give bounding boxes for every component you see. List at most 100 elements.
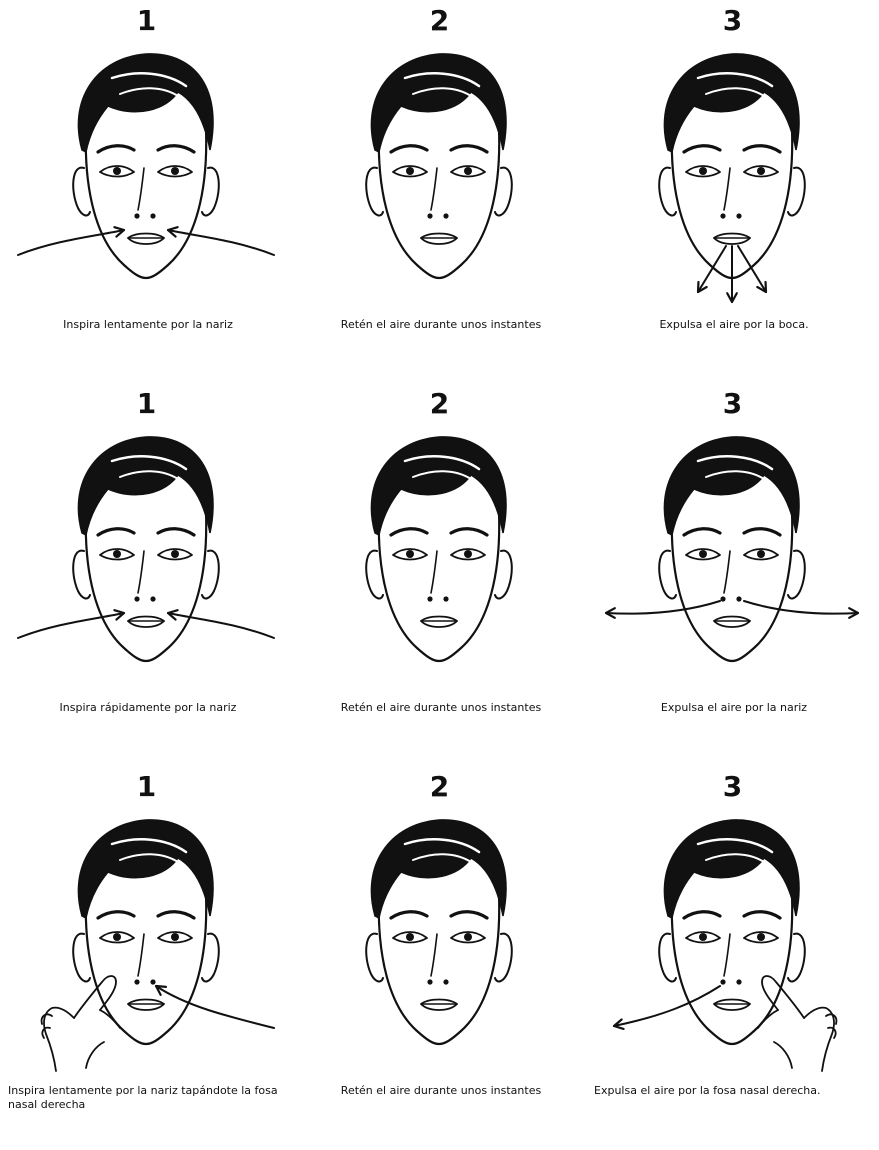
nostril-left — [134, 596, 139, 601]
lips — [714, 234, 750, 245]
hair-shape — [664, 54, 799, 152]
pupil-left — [406, 933, 414, 941]
face-illustration — [602, 40, 862, 310]
nose-line — [724, 168, 730, 210]
breath-arrow-icon — [156, 986, 274, 1028]
lips — [714, 617, 750, 628]
face-illustration — [16, 806, 276, 1076]
nostril-left — [427, 596, 432, 601]
hair-shape — [371, 820, 506, 918]
eyebrow-left — [391, 146, 427, 152]
hair-shape — [78, 820, 213, 918]
pupil-right — [464, 550, 472, 558]
nostril-left — [720, 979, 725, 984]
hand-stroke — [86, 1042, 104, 1068]
face-outline — [86, 513, 206, 661]
breath-arrow-icon — [606, 601, 720, 614]
face-outline — [379, 896, 499, 1044]
face-illustration — [309, 423, 569, 693]
lips — [421, 617, 457, 628]
lips — [421, 1000, 457, 1011]
step-number: 3 — [586, 387, 879, 420]
pupil-right — [464, 933, 472, 941]
eyebrow-right — [451, 146, 487, 152]
face-illustration — [602, 423, 862, 693]
pupil-right — [171, 550, 179, 558]
step-caption: Retén el aire durante unos instantes — [301, 701, 581, 715]
pupil-left — [113, 167, 121, 175]
pupil-left — [113, 933, 121, 941]
lips — [128, 617, 164, 628]
eyebrow-right — [744, 912, 780, 918]
nose-line — [138, 551, 144, 593]
step-number: 2 — [293, 4, 586, 37]
face-outline — [86, 130, 206, 278]
nostril-right — [443, 979, 448, 984]
eyebrow-left — [98, 912, 134, 918]
panel-row1-step3: 3 Expulsa el aire por la boca. — [586, 0, 879, 383]
hair-shape — [664, 820, 799, 918]
pupil-right — [757, 167, 765, 175]
panel-row2-step3: 3 Expulsa el aire por la nariz — [586, 383, 879, 766]
nostril-left — [134, 213, 139, 218]
pupil-right — [757, 933, 765, 941]
hair-shape — [78, 54, 213, 152]
panel-row1-step1: 1 Inspira lentamente por la nariz — [0, 0, 293, 383]
pupil-left — [113, 550, 121, 558]
eyebrow-right — [158, 912, 194, 918]
step-caption: Retén el aire durante unos instantes — [301, 1084, 581, 1098]
lips — [128, 1000, 164, 1011]
face-illustration — [602, 806, 862, 1076]
breath-arrow-icon — [698, 246, 726, 292]
breath-arrow-icon — [18, 613, 124, 638]
step-caption: Expulsa el aire por la nariz — [594, 701, 874, 715]
step-number: 1 — [0, 770, 293, 803]
eyebrow-left — [98, 529, 134, 535]
step-caption: Retén el aire durante unos instantes — [301, 318, 581, 332]
hair-shape — [371, 437, 506, 535]
nostril-right — [736, 596, 741, 601]
step-number: 3 — [586, 770, 879, 803]
hand-icon — [758, 976, 836, 1071]
hand-icon — [42, 976, 120, 1071]
hand-stroke — [774, 1042, 792, 1068]
eyebrow-right — [744, 146, 780, 152]
nostril-right — [736, 213, 741, 218]
step-number: 3 — [586, 4, 879, 37]
nostril-right — [736, 979, 741, 984]
breath-arrow-icon — [614, 986, 720, 1026]
nose-line — [138, 934, 144, 976]
hair-shape — [664, 437, 799, 535]
panel-row3-step2: 2 Retén el aire durante unos instantes — [293, 766, 586, 1149]
pupil-left — [406, 167, 414, 175]
breath-arrow-icon — [738, 246, 766, 292]
panel-row3-step1: 1 Inspira lentamente por la nariz tapánd… — [0, 766, 293, 1149]
face-outline — [379, 513, 499, 661]
panel-row3-step3: 3 Expulsa el aire por la fosa nasal dere… — [586, 766, 879, 1149]
nose-line — [431, 551, 437, 593]
nose-line — [138, 168, 144, 210]
eyebrow-left — [391, 912, 427, 918]
nostril-left — [720, 596, 725, 601]
nose-line — [431, 934, 437, 976]
nose-line — [724, 551, 730, 593]
eyebrow-left — [98, 146, 134, 152]
nostril-right — [150, 979, 155, 984]
eyebrow-right — [158, 146, 194, 152]
eyebrow-left — [684, 146, 720, 152]
hand-stroke — [804, 1008, 834, 1071]
face-illustration — [309, 40, 569, 310]
nose-line — [431, 168, 437, 210]
pupil-left — [699, 167, 707, 175]
nose-line — [724, 934, 730, 976]
eyebrow-right — [451, 912, 487, 918]
face-illustration — [309, 806, 569, 1076]
pupil-right — [171, 933, 179, 941]
step-caption: Inspira lentamente por la nariz — [8, 318, 288, 332]
face-outline — [379, 130, 499, 278]
panel-row2-step1: 1 Inspira rápidamente por la nariz — [0, 383, 293, 766]
hair-shape — [371, 54, 506, 152]
eyebrow-left — [684, 529, 720, 535]
panel-row1-step2: 2 Retén el aire durante unos instantes — [293, 0, 586, 383]
eyebrow-right — [158, 529, 194, 535]
